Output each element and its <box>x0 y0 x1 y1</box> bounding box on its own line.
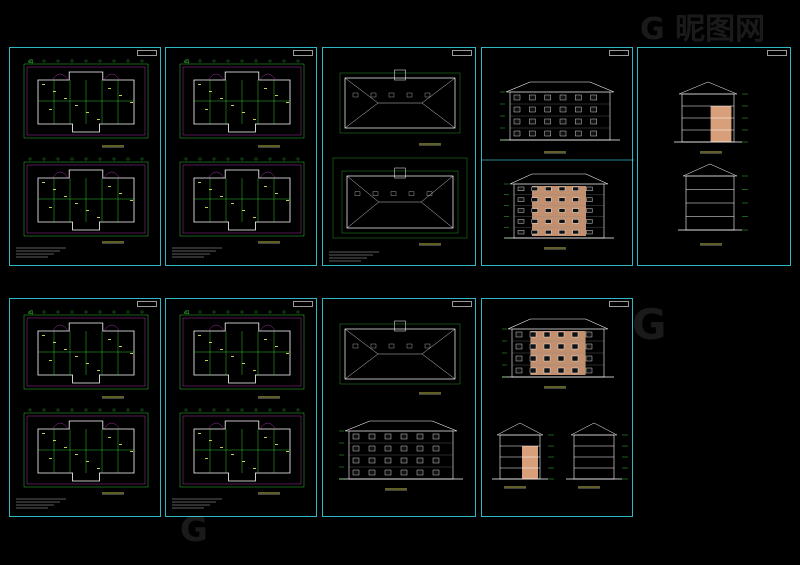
drawing-sheet-floor-plans-4[interactable] <box>165 298 317 517</box>
title-block <box>137 50 157 56</box>
title-block <box>452 50 472 56</box>
title-block <box>767 50 787 56</box>
drawing-sheet-floor-plans-1[interactable] <box>9 47 161 266</box>
plan-drawing <box>172 309 305 509</box>
roof-elevation-drawing <box>339 320 463 491</box>
watermark-text: 昵图网 <box>675 12 766 47</box>
watermark-logo-side: G <box>632 300 666 349</box>
drawing-sheet-floor-plans-3[interactable] <box>9 298 161 517</box>
plan-drawing <box>172 58 305 258</box>
elevation-section-drawing <box>492 318 628 489</box>
title-block <box>293 50 313 56</box>
drawing-sheet-elevations[interactable] <box>481 47 634 266</box>
plan-drawing <box>16 309 149 509</box>
drawing-sheet-floor-plans-2[interactable] <box>165 47 317 266</box>
watermark-logo: G 昵图网 <box>640 4 765 48</box>
plan-drawing <box>16 58 149 258</box>
drawing-sheet-elevation-and-sections[interactable] <box>481 298 633 517</box>
title-block <box>609 301 629 307</box>
title-block <box>452 301 472 307</box>
title-block <box>137 301 157 307</box>
roof-drawing <box>329 69 468 262</box>
section-drawing <box>674 81 748 246</box>
drawing-sheet-roof-and-elevation[interactable] <box>322 298 476 517</box>
watermark-mark: G <box>632 300 667 349</box>
drawing-sheet-sections[interactable] <box>637 47 791 266</box>
elevation-drawing <box>482 81 634 250</box>
watermark-mark: G <box>640 12 665 47</box>
drawing-sheet-roof-plans[interactable] <box>322 47 476 266</box>
title-block <box>293 301 313 307</box>
title-block <box>609 50 629 56</box>
